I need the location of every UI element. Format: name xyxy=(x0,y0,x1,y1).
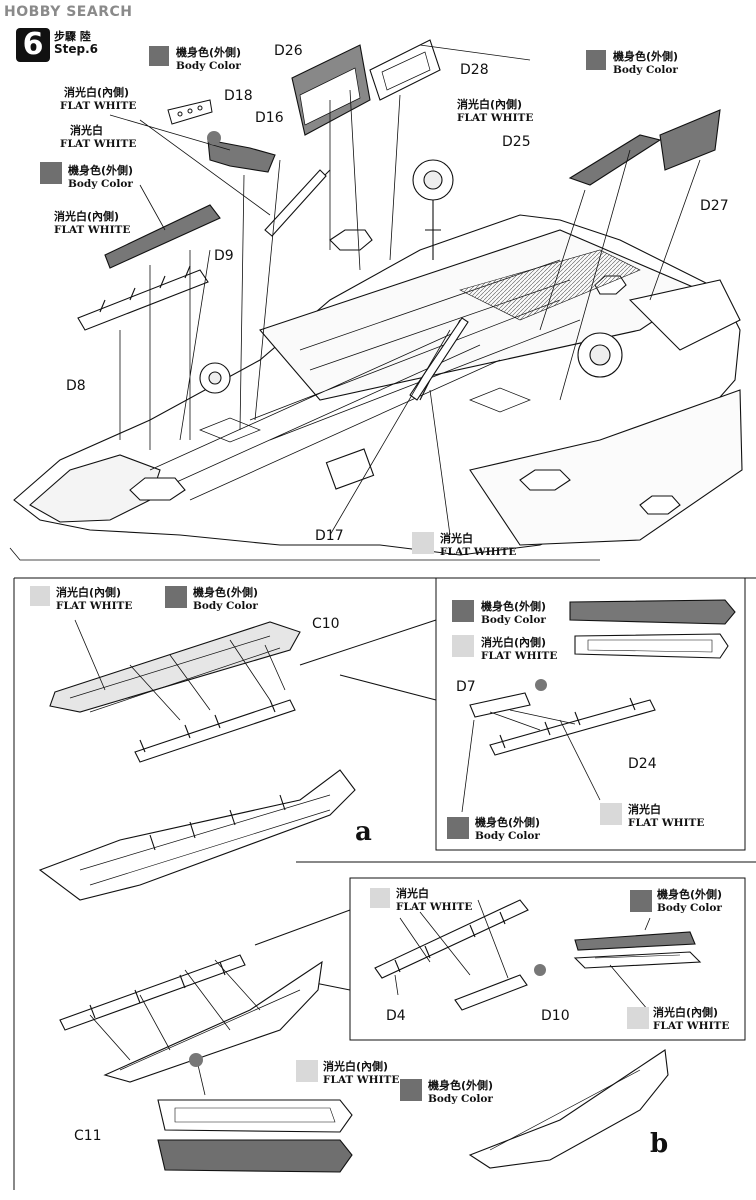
label-white-en-1: FLAT WHITE xyxy=(60,100,136,112)
sub-label-b: b xyxy=(650,1129,668,1159)
label-body-en-8: Body Color xyxy=(657,902,722,914)
chip-white-5 xyxy=(452,635,474,657)
arrows-c11 xyxy=(89,959,261,1096)
chip-white-6 xyxy=(600,803,622,825)
part-label-d8: D8 xyxy=(66,378,86,394)
part-white-inner-b xyxy=(157,1099,353,1133)
part-label-c10: C10 xyxy=(312,616,340,632)
label-body-en-6: Body Color xyxy=(475,830,540,842)
detail-b-parts xyxy=(374,899,702,1011)
chip-body-4 xyxy=(165,586,187,608)
label-white-in-cjk-5: 消光白(內側) xyxy=(481,635,546,649)
part-fuselage-b xyxy=(468,1049,669,1169)
part-d17-strut xyxy=(409,317,469,401)
chip-white-7 xyxy=(296,1060,318,1082)
label-white-in-cjk-4: 消光白(內側) xyxy=(56,585,121,599)
label-white-en-3: FLAT WHITE xyxy=(54,224,130,236)
chip-white-4 xyxy=(30,586,50,606)
label-white-in-cjk-3: 消光白(內側) xyxy=(457,97,522,111)
assembly-arrows-top xyxy=(109,44,701,536)
part-label-d27: D27 xyxy=(700,198,729,214)
label-white-cjk-4: 消光白 xyxy=(396,886,429,900)
part-fuselage-a xyxy=(38,769,356,901)
label-body-cjk-6: 機身色(外側) xyxy=(475,815,540,829)
label-body-en-4: Body Color xyxy=(193,600,258,612)
label-white-en-5: FLAT WHITE xyxy=(440,546,516,558)
label-body-en-1: Body Color xyxy=(176,60,241,72)
part-d18-door xyxy=(207,139,276,173)
label-white-en-9: FLAT WHITE xyxy=(323,1074,399,1086)
arrows-detail-a xyxy=(461,709,601,813)
label-white-in-cjk-6: 消光白(內側) xyxy=(323,1059,388,1073)
marker-c11 xyxy=(189,1053,203,1067)
label-body-cjk-1: 機身色(外側) xyxy=(176,45,241,59)
part-label-d10: D10 xyxy=(541,1008,570,1024)
label-body-cjk-4: 機身色(外側) xyxy=(193,585,258,599)
label-body-en-2: Body Color xyxy=(68,178,133,190)
watermark: HOBBY SEARCH xyxy=(4,4,133,20)
part-label-d18: D18 xyxy=(224,88,253,104)
label-white-en-7: FLAT WHITE xyxy=(481,650,557,662)
label-body-cjk-2: 機身色(外側) xyxy=(68,163,133,177)
detail-box-a xyxy=(299,577,746,851)
part-label-d26: D26 xyxy=(274,43,303,59)
step-number: 6 xyxy=(16,28,50,62)
aircraft-fuselage xyxy=(9,159,743,561)
label-white-in-cjk-2: 消光白(內側) xyxy=(54,209,119,223)
part-label-d25: D25 xyxy=(502,134,531,150)
chip-white-8 xyxy=(370,888,390,908)
part-label-d16: D16 xyxy=(255,110,284,126)
part-d25-door xyxy=(568,134,662,186)
part-d28-door xyxy=(369,39,441,101)
label-white-en-2: FLAT WHITE xyxy=(60,138,136,150)
step-title-en: Step.6 xyxy=(54,42,99,56)
label-body-cjk-5: 機身色(外側) xyxy=(481,599,546,613)
arrows-c10 xyxy=(74,619,286,721)
label-white-en-6: FLAT WHITE xyxy=(56,600,132,612)
part-body-outer-b xyxy=(157,1139,353,1173)
label-body-en-5: Body Color xyxy=(481,614,546,626)
label-body-en-3: Body Color xyxy=(613,64,678,76)
part-label-d17: D17 xyxy=(315,528,344,544)
part-d27-door xyxy=(659,109,721,171)
step-title-cjk: 步驟 陸 xyxy=(54,30,91,43)
part-label-c11: C11 xyxy=(74,1128,102,1144)
part-label-d24: D24 xyxy=(628,756,657,772)
sub-label-a: a xyxy=(355,817,372,847)
chip-white-9 xyxy=(627,1007,649,1029)
part-label-d28: D28 xyxy=(460,62,489,78)
part-label-d4: D4 xyxy=(386,1008,406,1024)
chip-body-8 xyxy=(630,890,652,912)
part-d9-door xyxy=(104,204,221,269)
section-divider-b xyxy=(254,861,756,1041)
paint-chips-top xyxy=(40,46,606,554)
label-white-in-cjk-1: 消光白(內側) xyxy=(64,85,129,99)
part-white-inner-small xyxy=(167,99,213,125)
part-c11-assembly xyxy=(59,954,323,1083)
label-white-en-11: FLAT WHITE xyxy=(653,1020,729,1032)
part-label-d7: D7 xyxy=(456,679,476,695)
label-body-cjk-3: 機身色(外側) xyxy=(613,49,678,63)
chip-body-6 xyxy=(447,817,469,839)
part-d26-door xyxy=(291,44,371,136)
detail-a-parts xyxy=(469,599,736,756)
label-white-cjk-1: 消光白 xyxy=(70,123,103,137)
label-white-en-4: FLAT WHITE xyxy=(457,112,533,124)
chip-body-7 xyxy=(400,1079,422,1101)
part-d8-frame xyxy=(77,265,209,331)
label-white-en-10: FLAT WHITE xyxy=(396,901,472,913)
label-white-in-cjk-7: 消光白(內側) xyxy=(653,1005,718,1019)
part-label-d9: D9 xyxy=(214,248,234,264)
label-body-cjk-8: 機身色(外側) xyxy=(657,887,722,901)
arrows-detail-b xyxy=(394,899,651,1011)
label-body-en-7: Body Color xyxy=(428,1093,493,1105)
part-c10-assembly xyxy=(49,621,301,763)
label-white-cjk-2: 消光白 xyxy=(440,531,473,545)
chip-body-5 xyxy=(452,600,474,622)
label-white-cjk-3: 消光白 xyxy=(628,802,661,816)
part-d16-strut xyxy=(264,169,327,237)
label-body-cjk-7: 機身色(外側) xyxy=(428,1078,493,1092)
label-white-en-8: FLAT WHITE xyxy=(628,817,704,829)
